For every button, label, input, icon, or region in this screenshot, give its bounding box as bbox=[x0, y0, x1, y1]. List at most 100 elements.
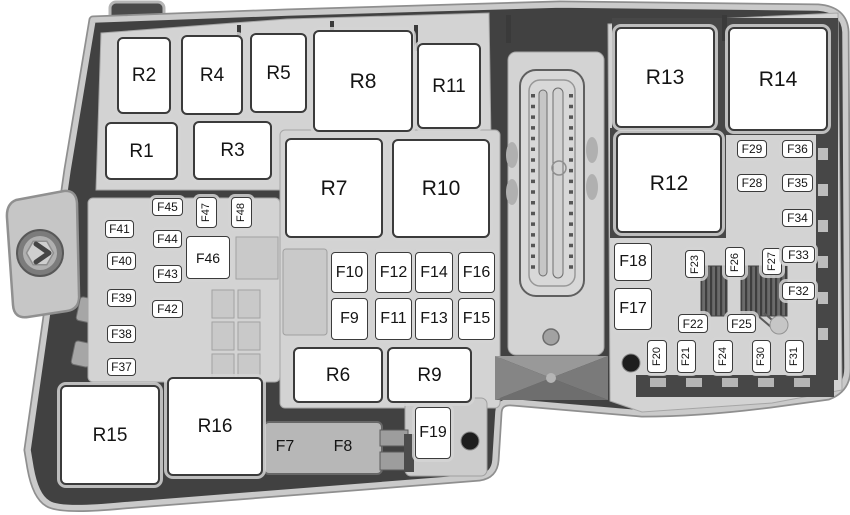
component-label: R13 bbox=[645, 66, 685, 89]
bottom-teeth-notches bbox=[650, 378, 810, 387]
component-label: F35 bbox=[787, 176, 808, 190]
component-label: F41 bbox=[109, 222, 130, 236]
tray-latch bbox=[379, 429, 414, 472]
relay-R6: R6 bbox=[293, 347, 383, 403]
relay-R5: R5 bbox=[250, 33, 307, 113]
component-label: F31 bbox=[788, 347, 800, 366]
fuse-F25: F25 bbox=[727, 314, 756, 333]
component-label: R5 bbox=[266, 62, 291, 84]
component-label: R14 bbox=[758, 67, 798, 91]
relay-R10: R10 bbox=[392, 139, 490, 238]
component-label: F24 bbox=[716, 347, 729, 366]
right-teeth-notches bbox=[818, 148, 828, 340]
component-label: F33 bbox=[788, 247, 809, 262]
component-label: R7 bbox=[320, 176, 348, 200]
fuse-F24: F24 bbox=[713, 340, 733, 373]
fuse-F44: F44 bbox=[153, 230, 182, 248]
component-label: F27 bbox=[765, 252, 778, 271]
fuse-F32: F32 bbox=[782, 282, 815, 300]
component-label: F7 bbox=[275, 438, 295, 455]
fuse-F28: F28 bbox=[737, 174, 767, 192]
fuse-F37: F37 bbox=[107, 358, 136, 376]
mounting-bolt-icon bbox=[16, 229, 64, 277]
component-label: F36 bbox=[787, 142, 808, 156]
component-label: F26 bbox=[728, 252, 741, 272]
relay-R16: R16 bbox=[167, 377, 263, 476]
component-label: F16 bbox=[462, 263, 491, 281]
relay-R7: R7 bbox=[285, 138, 383, 238]
fuse-F22: F22 bbox=[678, 314, 708, 333]
relay-R14: R14 bbox=[728, 27, 828, 131]
component-label: F43 bbox=[157, 267, 178, 281]
fuse-F39: F39 bbox=[107, 289, 136, 307]
component-label: F42 bbox=[157, 302, 178, 316]
relay-R1: R1 bbox=[105, 122, 178, 180]
fuse-F33: F33 bbox=[782, 246, 815, 263]
relay-R11: R11 bbox=[417, 43, 481, 129]
component-label: F19 bbox=[419, 424, 447, 441]
fuse-F7: F7 bbox=[266, 434, 304, 460]
fuse-F46: F46 bbox=[186, 236, 230, 279]
fuse-F47: F47 bbox=[196, 197, 217, 228]
component-label: F22 bbox=[682, 316, 704, 331]
component-label: F47 bbox=[200, 203, 212, 222]
fuse-F18: F18 bbox=[614, 243, 652, 281]
fuse-F48: F48 bbox=[231, 197, 252, 228]
wedge-marker bbox=[495, 356, 608, 400]
fuse-F40: F40 bbox=[107, 252, 136, 270]
fuse-F26: F26 bbox=[725, 247, 745, 277]
fuse-F30: F30 bbox=[752, 340, 771, 373]
fuse-F16: F16 bbox=[458, 252, 495, 293]
component-label: F13 bbox=[420, 310, 448, 327]
component-label: R11 bbox=[432, 75, 466, 97]
component-label: F28 bbox=[741, 176, 763, 190]
relay-R9: R9 bbox=[387, 347, 472, 403]
relay-R8: R8 bbox=[313, 30, 413, 132]
coil-relay bbox=[700, 265, 728, 317]
component-label: F23 bbox=[688, 254, 701, 274]
fuse-F43: F43 bbox=[153, 265, 182, 283]
fuse-F27: F27 bbox=[762, 248, 782, 275]
central-connector bbox=[506, 69, 598, 297]
relay-R4: R4 bbox=[181, 35, 243, 115]
fuse-F10: F10 bbox=[331, 252, 368, 293]
component-label: R16 bbox=[197, 416, 233, 437]
component-label: F46 bbox=[195, 249, 221, 266]
fuse-F14: F14 bbox=[415, 252, 453, 293]
component-label: R4 bbox=[199, 64, 225, 86]
component-label: F38 bbox=[111, 327, 132, 341]
component-label: R3 bbox=[220, 140, 245, 161]
empty-socket bbox=[282, 248, 328, 336]
rivet-dot bbox=[460, 431, 480, 451]
component-label: F18 bbox=[619, 253, 647, 270]
component-label: R10 bbox=[421, 177, 461, 200]
component-label: R6 bbox=[325, 364, 351, 386]
component-label: R15 bbox=[92, 424, 128, 446]
component-label: F17 bbox=[619, 300, 647, 317]
component-label: F44 bbox=[157, 232, 178, 246]
fuse-F23: F23 bbox=[685, 250, 705, 278]
component-label: F21 bbox=[680, 347, 692, 366]
relay-R13: R13 bbox=[615, 27, 715, 128]
fuse-F19: F19 bbox=[415, 407, 451, 459]
fuse-F45: F45 bbox=[152, 198, 183, 216]
component-label: F20 bbox=[650, 347, 663, 366]
fuse-F15: F15 bbox=[458, 298, 495, 340]
component-label: R2 bbox=[131, 65, 157, 86]
component-label: F15 bbox=[462, 310, 491, 327]
fuse-F11: F11 bbox=[375, 298, 412, 340]
fuse-F38: F38 bbox=[107, 325, 136, 343]
component-label: F34 bbox=[787, 211, 808, 225]
component-label: F37 bbox=[111, 360, 132, 374]
relay-R2: R2 bbox=[117, 37, 171, 114]
component-label: F10 bbox=[335, 263, 364, 281]
component-label: R12 bbox=[649, 171, 689, 195]
component-label: F29 bbox=[741, 142, 763, 156]
fuse-F17: F17 bbox=[614, 288, 652, 330]
component-label: R8 bbox=[349, 69, 377, 93]
component-label: R1 bbox=[129, 140, 154, 162]
component-label: F25 bbox=[731, 316, 752, 331]
component-label: F39 bbox=[111, 291, 132, 305]
fuse-F31: F31 bbox=[785, 340, 804, 373]
